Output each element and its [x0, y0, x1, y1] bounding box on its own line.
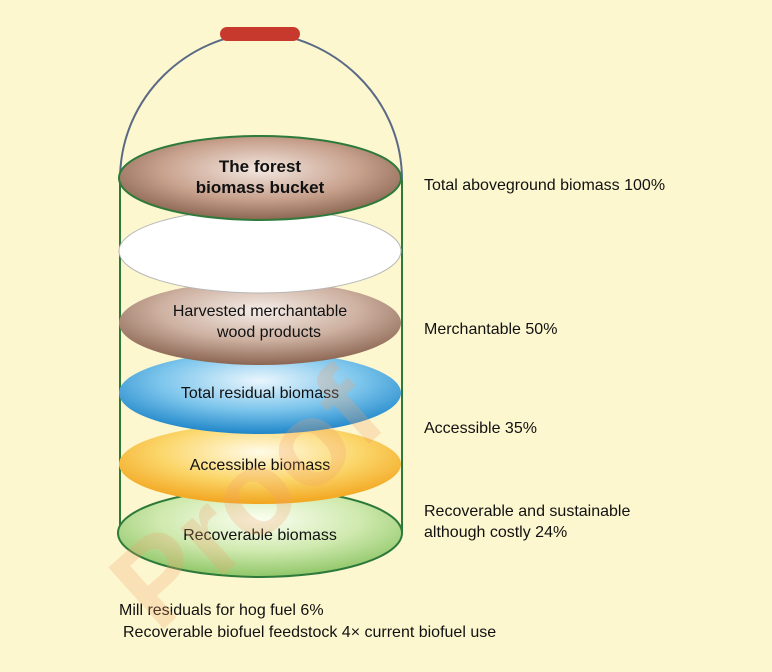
side-label-recoverable: Recoverable and sustainable although cos… [424, 501, 630, 543]
layer-accessible [119, 424, 401, 504]
layer-residual-line1: Total residual biomass [180, 385, 340, 402]
layer-residual [119, 352, 401, 434]
side-label-merchantable: Merchantable 50% [424, 321, 558, 338]
note-mill-residuals: Mill residuals for hog fuel 6% [119, 602, 324, 619]
bucket-title-line2: biomass bucket [195, 178, 325, 197]
layer-merchantable-line2: wood products [216, 324, 322, 341]
bucket-title-line1: The forest [218, 157, 302, 176]
layer-merchantable-line1: Harvested merchantable [172, 303, 348, 320]
note-feedstock: Recoverable biofuel feedstock 4× current… [123, 624, 497, 641]
side-label-accessible: Accessible 35% [424, 420, 537, 437]
layer-residual-label: Total residual biomass [130, 383, 390, 404]
layer-recoverable-line1: Recoverable biomass [183, 527, 337, 544]
layer-top [118, 135, 402, 221]
side-label-total: Total aboveground biomass 100% [424, 177, 666, 194]
side-label-recoverable-line2: although costly 24% [424, 524, 568, 541]
layer-recoverable-label: Recoverable biomass [130, 525, 390, 546]
layer-merchantable-label: Harvested merchantable wood products [130, 301, 390, 343]
layer-accessible-label: Accessible biomass [130, 455, 390, 476]
layer-merchantable [119, 281, 401, 365]
layer-blank [118, 208, 402, 294]
bucket-title: The forest biomass bucket [160, 156, 360, 198]
layer-accessible-line1: Accessible biomass [189, 457, 331, 474]
side-label-recoverable-line1: Recoverable and sustainable [424, 503, 631, 520]
handle-grip [220, 27, 300, 41]
